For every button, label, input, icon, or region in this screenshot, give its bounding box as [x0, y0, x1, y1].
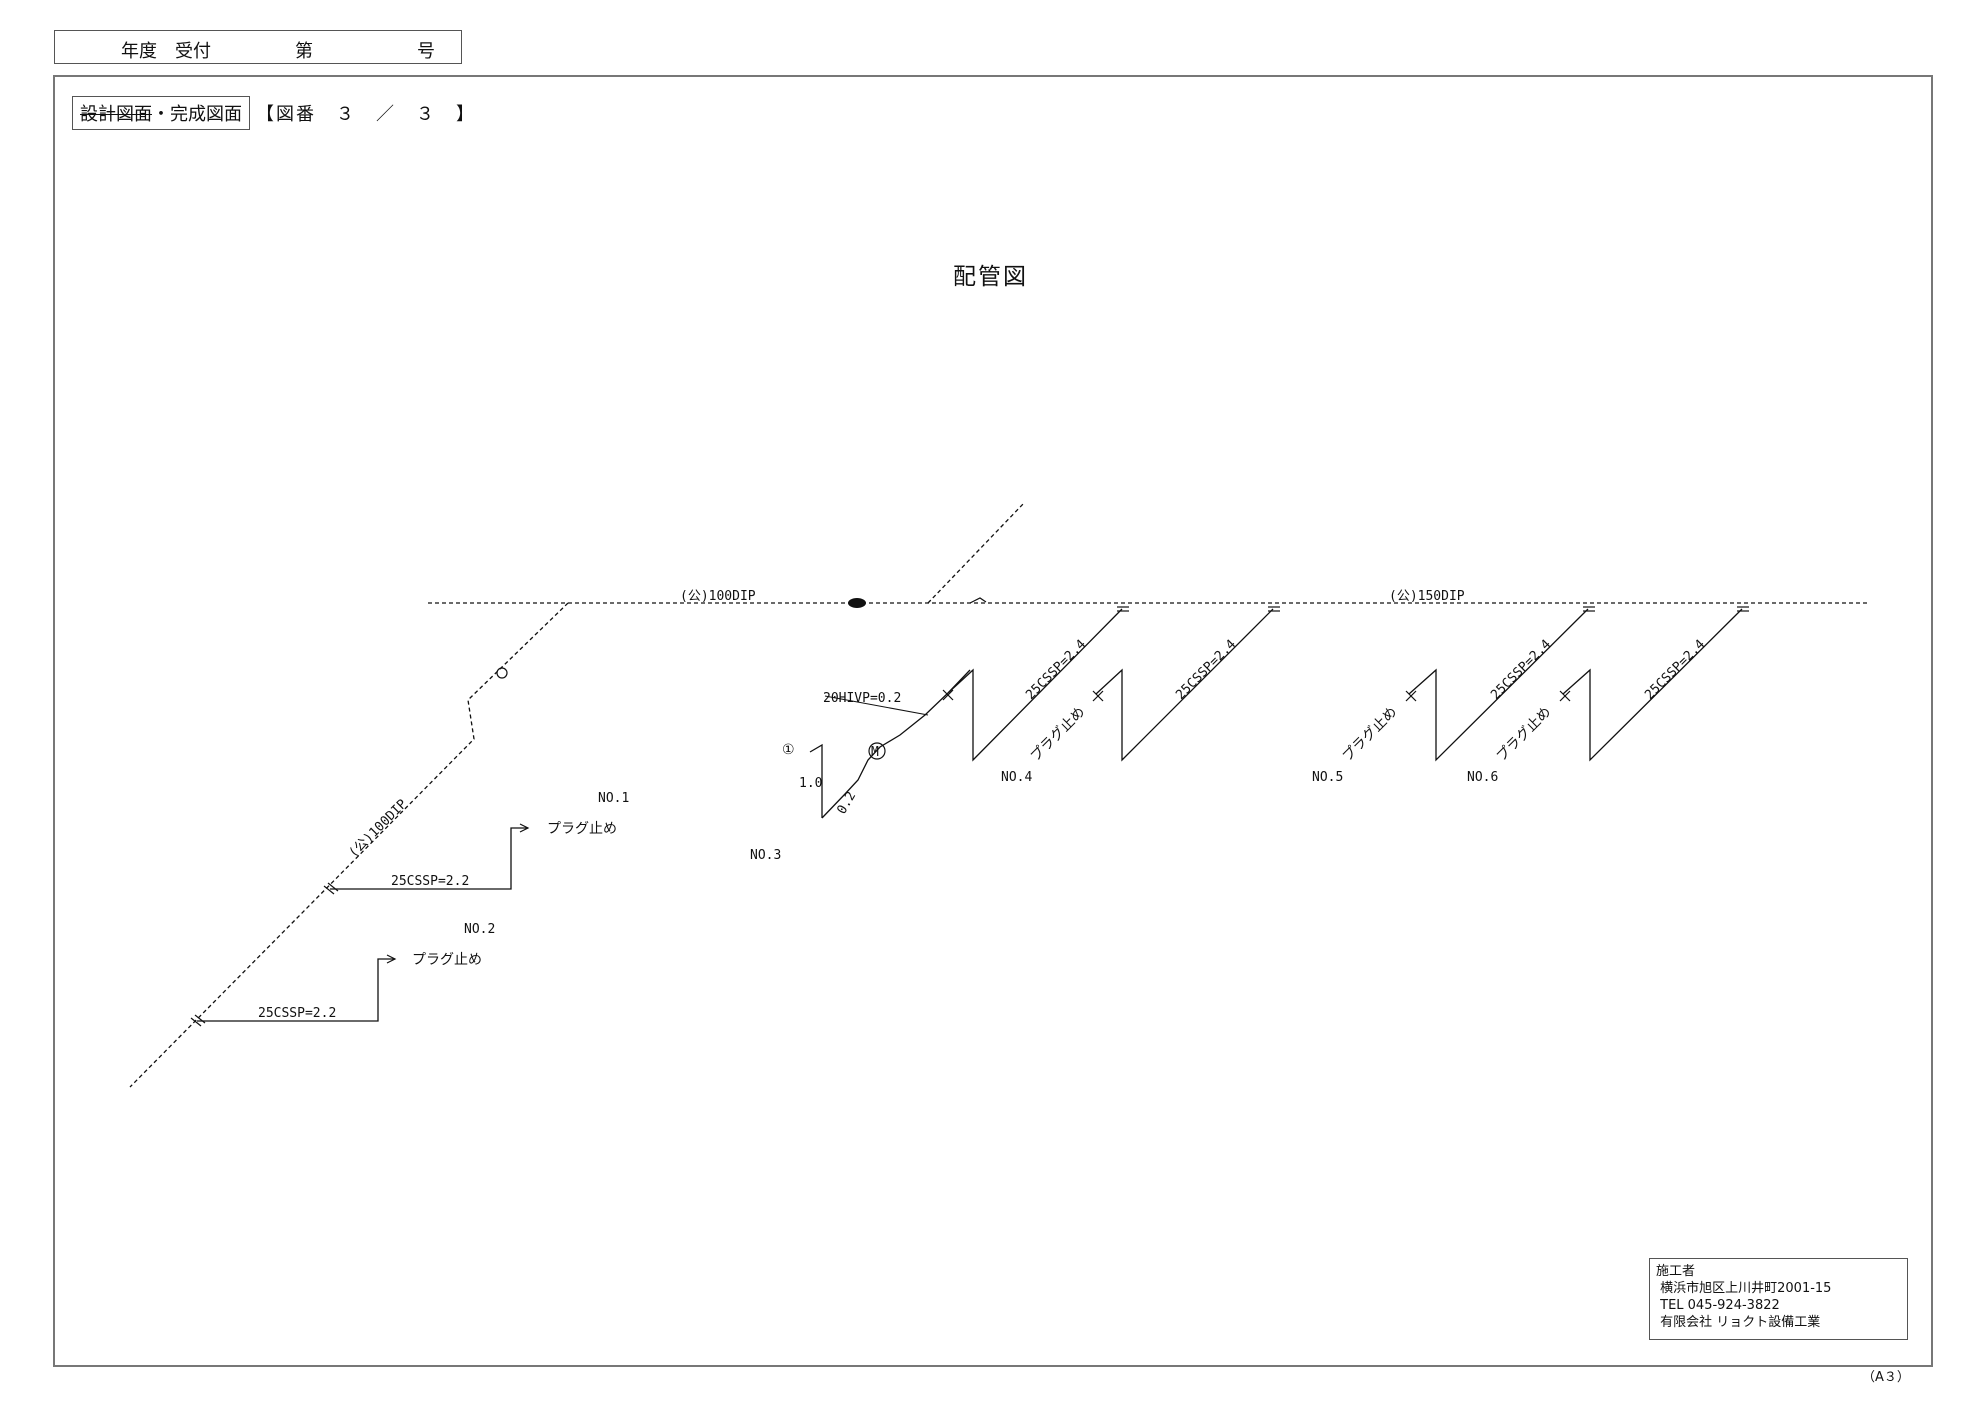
- contractor-company: 有限会社 リョクト設備工業: [1656, 1315, 1821, 1330]
- no4-label: NO.4: [1001, 770, 1032, 785]
- service-no5: [1408, 608, 1589, 762]
- sheet-number: 【図番 ３ ／ ３ 】: [256, 104, 476, 125]
- pipe-no4a-label: 25CSSP=2.4: [1023, 637, 1089, 703]
- meter-label: M: [871, 745, 879, 760]
- contractor-tel: TEL 045-924-3822: [1656, 1298, 1780, 1313]
- service-no1: [330, 827, 528, 890]
- no1-label: NO.1: [598, 791, 629, 806]
- fitting-icon: [496, 667, 508, 679]
- dim-1-label: 1.0: [799, 776, 822, 791]
- plug-no6-label: プラグ止め: [1494, 704, 1555, 765]
- no3-label: NO.3: [750, 848, 781, 863]
- contractor-heading: 施工者: [1656, 1264, 1696, 1279]
- valve-icon: [848, 598, 866, 608]
- reducer-icon: [969, 597, 987, 604]
- paper-size-label: （A３）: [1862, 1370, 1910, 1385]
- number-prefix: 第: [295, 41, 313, 62]
- pipe-no5-label: 25CSSP=2.4: [1488, 637, 1554, 703]
- plug-no2-label: プラグ止め: [412, 952, 482, 968]
- drawing-frame: [53, 75, 1933, 1367]
- drawing-type-box: 設計図面 ・ 完成図面: [72, 96, 250, 130]
- circle-one-label: ①: [782, 742, 795, 758]
- page-title: 配管図: [953, 264, 1028, 290]
- plug-no1-label: プラグ止め: [547, 821, 617, 837]
- pipe-no2-label: 25CSSP=2.2: [258, 1006, 336, 1021]
- service-no3-route: [821, 669, 971, 819]
- dim-2-label: 0.2: [834, 789, 859, 817]
- reception-number-box: 年度 受付 第 号: [54, 30, 462, 64]
- completion-drawing-label: 完成図面: [170, 104, 242, 125]
- no2-label: NO.2: [464, 922, 495, 937]
- service-no3: [809, 743, 823, 818]
- branch-main-label: (公)100DIP: [346, 797, 410, 861]
- main-pipe-left-label: (公)100DIP: [680, 589, 756, 604]
- pipe-no4b-label: 25CSSP=2.4: [1173, 637, 1239, 703]
- pipe-no1-label: 25CSSP=2.2: [391, 874, 469, 889]
- service-no6: [1562, 608, 1743, 762]
- plug-no5-label: プラグ止め: [1340, 704, 1401, 765]
- separator: ・: [152, 104, 170, 125]
- reception-label: 受付: [175, 41, 211, 62]
- main-pipe-right-label: (公)150DIP: [1389, 589, 1465, 604]
- service-no4b: [1095, 608, 1274, 762]
- contractor-address: 横浜市旭区上川井町2001-15: [1656, 1281, 1832, 1296]
- branch-pipe-up: [927, 502, 1025, 604]
- year-label: 年度: [121, 41, 157, 62]
- number-suffix: 号: [417, 41, 435, 62]
- no6-label: NO.6: [1467, 770, 1498, 785]
- contractor-box: 施工者 横浜市旭区上川井町2001-15 TEL 045-924-3822 有限…: [1649, 1258, 1908, 1340]
- service-no2: [197, 958, 395, 1022]
- pipe-no6-label: 25CSSP=2.4: [1642, 637, 1708, 703]
- meter-icon: [868, 742, 886, 760]
- hivp-label: 20HIVP=0.2: [823, 691, 901, 706]
- service-no4a: [947, 608, 1123, 762]
- title-block: 設計図面 ・ 完成図面 【図番 ３ ／ ３ 】: [72, 95, 476, 131]
- diagonal-main-pipe: [129, 602, 569, 1088]
- plug-no4-label: プラグ止め: [1028, 704, 1089, 765]
- design-drawing-label: 設計図面: [80, 104, 152, 125]
- no5-label: NO.5: [1312, 770, 1343, 785]
